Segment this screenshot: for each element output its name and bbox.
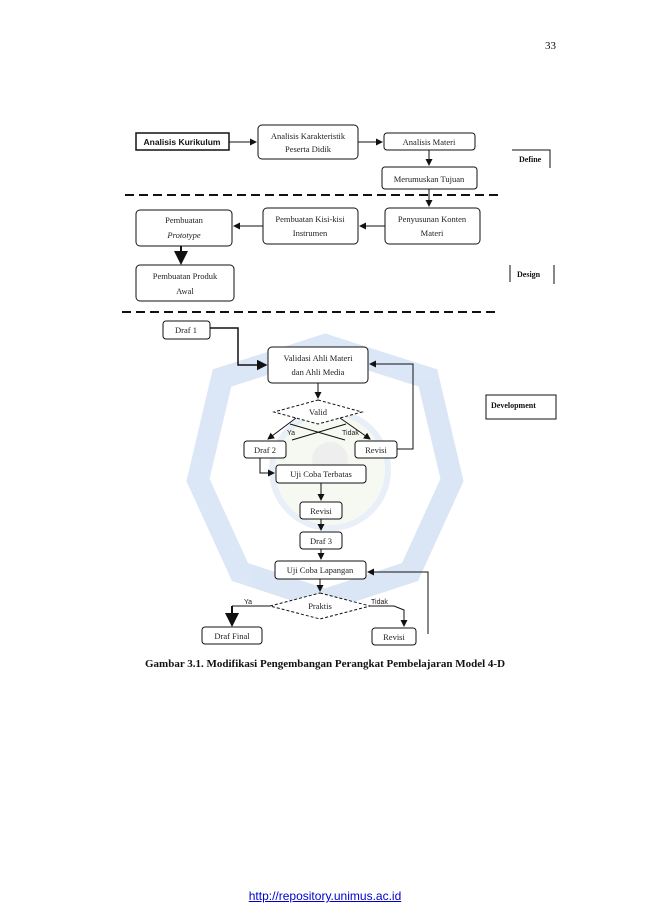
edge-label-valid-ya: Ya [287, 430, 295, 437]
page-number: 33 [545, 40, 556, 52]
node-revisi-2: Revisi [299, 501, 343, 520]
phase-design-tag: Design [509, 265, 555, 284]
svg-text:Praktis: Praktis [308, 601, 332, 611]
svg-text:Peserta Didik: Peserta Didik [285, 144, 332, 154]
edge-label-praktis-tidak: Tidak [371, 599, 388, 606]
svg-text:Revisi: Revisi [365, 445, 387, 455]
flowchart-diagram: Define Design Development Analisis Kurik… [122, 124, 557, 646]
node-produk-awal: Pembuatan Produk Awal [135, 264, 235, 302]
svg-text:Draf 2: Draf 2 [254, 445, 276, 455]
svg-text:Pembuatan Produk: Pembuatan Produk [153, 271, 218, 281]
edge-label-valid-tidak: Tidak [342, 430, 359, 437]
svg-text:Uji Coba Terbatas: Uji Coba Terbatas [290, 469, 352, 479]
node-uji-lapangan: Uji Coba Lapangan [274, 560, 367, 580]
svg-text:Materi: Materi [421, 228, 444, 238]
svg-text:Analisis Materi: Analisis Materi [403, 137, 456, 147]
svg-text:Pembuatan Kisi-kisi: Pembuatan Kisi-kisi [275, 214, 345, 224]
edge-label-praktis-ya: Ya [244, 599, 252, 606]
node-analisis-kurikulum: Analisis Kurikulum [135, 132, 230, 151]
node-revisi-1: Revisi [354, 440, 398, 459]
svg-text:Uji Coba Lapangan: Uji Coba Lapangan [287, 565, 354, 575]
node-penyusunan-konten: Penyusunan Konten Materi [384, 207, 481, 245]
node-draf-final: Draf Final [201, 626, 263, 645]
svg-text:Awal: Awal [176, 286, 194, 296]
phase-define-tag: Define [512, 149, 551, 168]
node-revisi-3: Revisi [371, 627, 417, 646]
phase-define-label: Define [519, 155, 542, 164]
svg-text:Prototype: Prototype [166, 230, 200, 240]
node-analisis-karakteristik: Analisis Karakteristik Peserta Didik [257, 124, 359, 160]
svg-text:Draf 3: Draf 3 [310, 536, 332, 546]
svg-text:Pembuatan: Pembuatan [165, 215, 204, 225]
node-validasi: Validasi Ahli Materi dan Ahli Media [267, 346, 369, 384]
svg-text:Merumuskan Tujuan: Merumuskan Tujuan [394, 174, 465, 184]
svg-text:Penyusunan Konten: Penyusunan Konten [398, 214, 467, 224]
node-analisis-materi: Analisis Materi [383, 132, 476, 151]
node-prototype: Pembuatan Prototype [135, 209, 233, 247]
phase-development-tag: Development [485, 394, 557, 420]
phase-design-label: Design [517, 270, 541, 279]
node-draf-3: Draf 3 [299, 531, 343, 550]
decision-praktis: Praktis [268, 592, 372, 620]
svg-text:Draf Final: Draf Final [214, 631, 250, 641]
node-draf-1: Draf 1 [162, 320, 211, 340]
svg-text:Valid: Valid [309, 407, 328, 417]
svg-text:Revisi: Revisi [310, 506, 332, 516]
node-draf-2: Draf 2 [243, 440, 287, 459]
phase-development-label: Development [491, 401, 536, 410]
svg-text:dan Ahli Media: dan Ahli Media [292, 367, 345, 377]
node-uji-terbatas: Uji Coba Terbatas [275, 464, 367, 484]
node-kisi-kisi: Pembuatan Kisi-kisi Instrumen [262, 207, 359, 245]
svg-text:Revisi: Revisi [383, 632, 405, 642]
figure-caption: Gambar 3.1. Modifikasi Pengembangan Pera… [144, 658, 506, 670]
footer-repository-link[interactable]: http://repository.unimus.ac.id [248, 889, 402, 903]
svg-text:Draf 1: Draf 1 [175, 325, 197, 335]
svg-text:Analisis Karakteristik: Analisis Karakteristik [271, 131, 346, 141]
svg-text:Validasi Ahli Materi: Validasi Ahli Materi [284, 353, 354, 363]
flow-edges [174, 138, 433, 634]
svg-text:Analisis Kurikulum: Analisis Kurikulum [144, 137, 221, 147]
svg-text:Instrumen: Instrumen [293, 228, 328, 238]
node-merumuskan-tujuan: Merumuskan Tujuan [381, 166, 478, 190]
